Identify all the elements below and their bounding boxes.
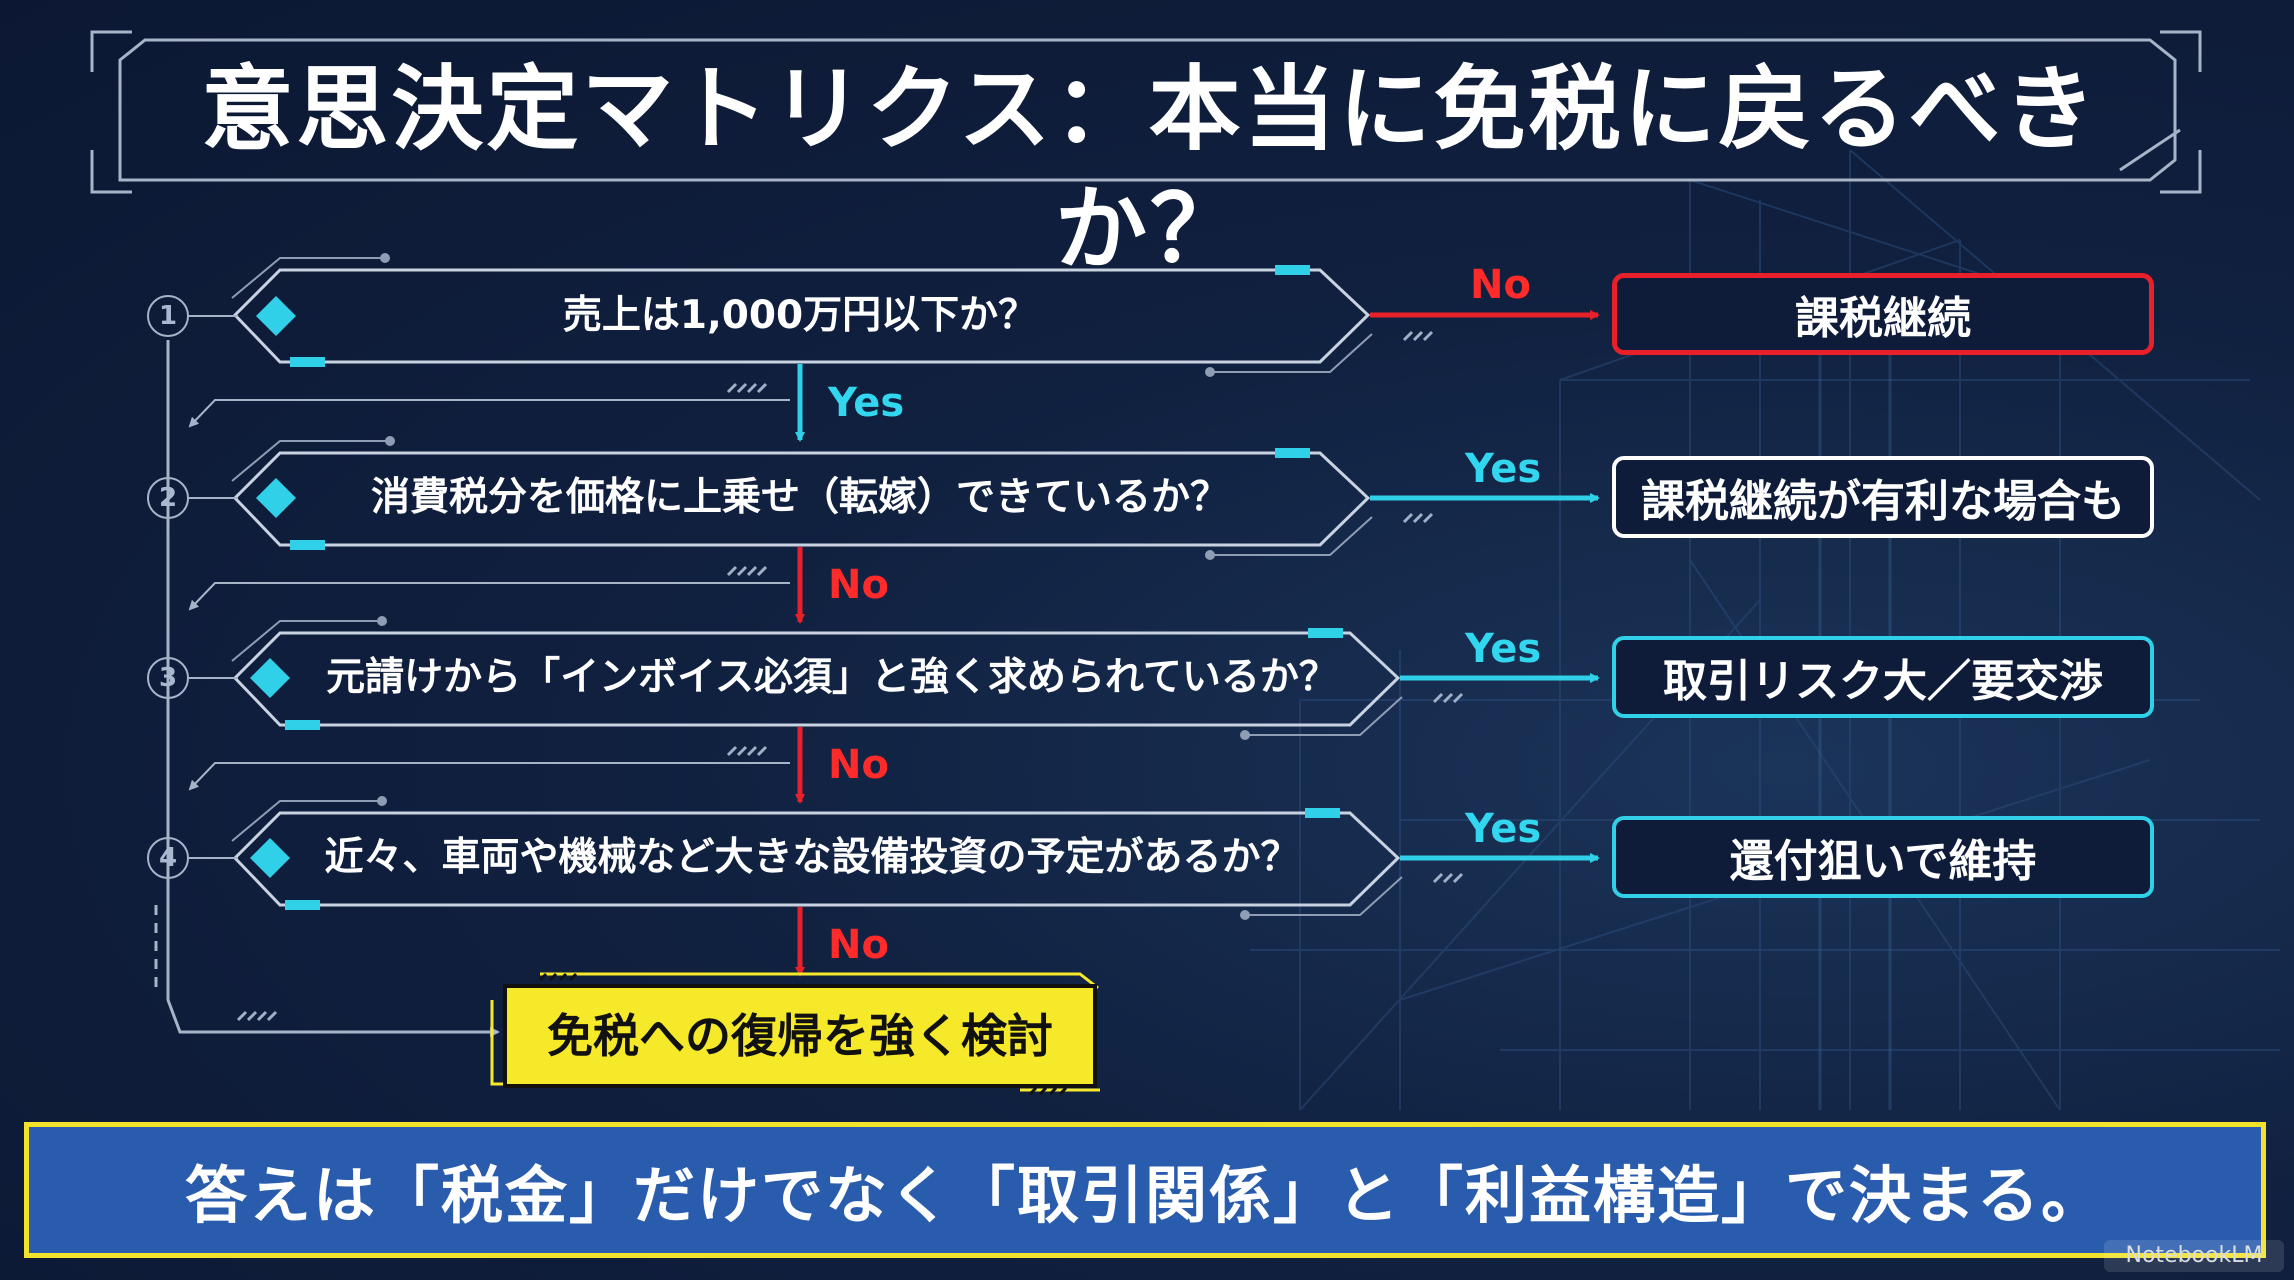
down-label-no: No [828,922,889,968]
question-3-text: 元請けから「インボイス必須」と強く求められているか？ [326,655,1338,700]
side-label-yes: Yes [1465,806,1542,852]
notebooklm-watermark: NotebookLM [2104,1240,2284,1272]
conclusion-text: 答えは「税金」だけでなく「取引関係」と「利益構造」で決まる。 [184,1159,2105,1232]
outcome-box-taxable-advantage: 課税継続が有利な場合も [1612,456,2154,538]
question-1-text: 売上は1,000万円以下か？ [562,293,1038,338]
title-frame [90,30,2202,194]
outcome-box-trade-risk: 取引リスク大／要交渉 [1612,636,2154,718]
question-number: 4 [158,843,178,873]
final-outcome: 免税への復帰を強く検討 [547,1009,1053,1063]
flowchart-lines [147,253,1600,1096]
page-title: 意思決定マトリクス：本当に免税に戻るべきか？ [201,56,2099,283]
side-label-yes: Yes [1465,446,1542,492]
outcome-box-taxable: 課税継続 [1612,273,2154,355]
down-label-no: No [828,562,889,608]
down-label-no: No [828,742,889,788]
conclusion-banner: 答えは「税金」だけでなく「取引関係」と「利益構造」で決まる。 [24,1122,2266,1258]
question-number: 1 [158,301,178,331]
side-label-no: No [1470,262,1531,308]
question-4-text: 近々、車両や機械など大きな設備投資の予定があるか？ [324,835,1300,880]
down-label-yes: Yes [828,380,905,426]
question-number: 2 [158,483,178,513]
outcome-box-refund: 還付狙いで維持 [1612,816,2154,898]
side-label-yes: Yes [1465,626,1542,672]
question-number: 3 [158,663,178,693]
question-2-text: 消費税分を価格に上乗せ（転嫁）できているか？ [370,475,1229,520]
